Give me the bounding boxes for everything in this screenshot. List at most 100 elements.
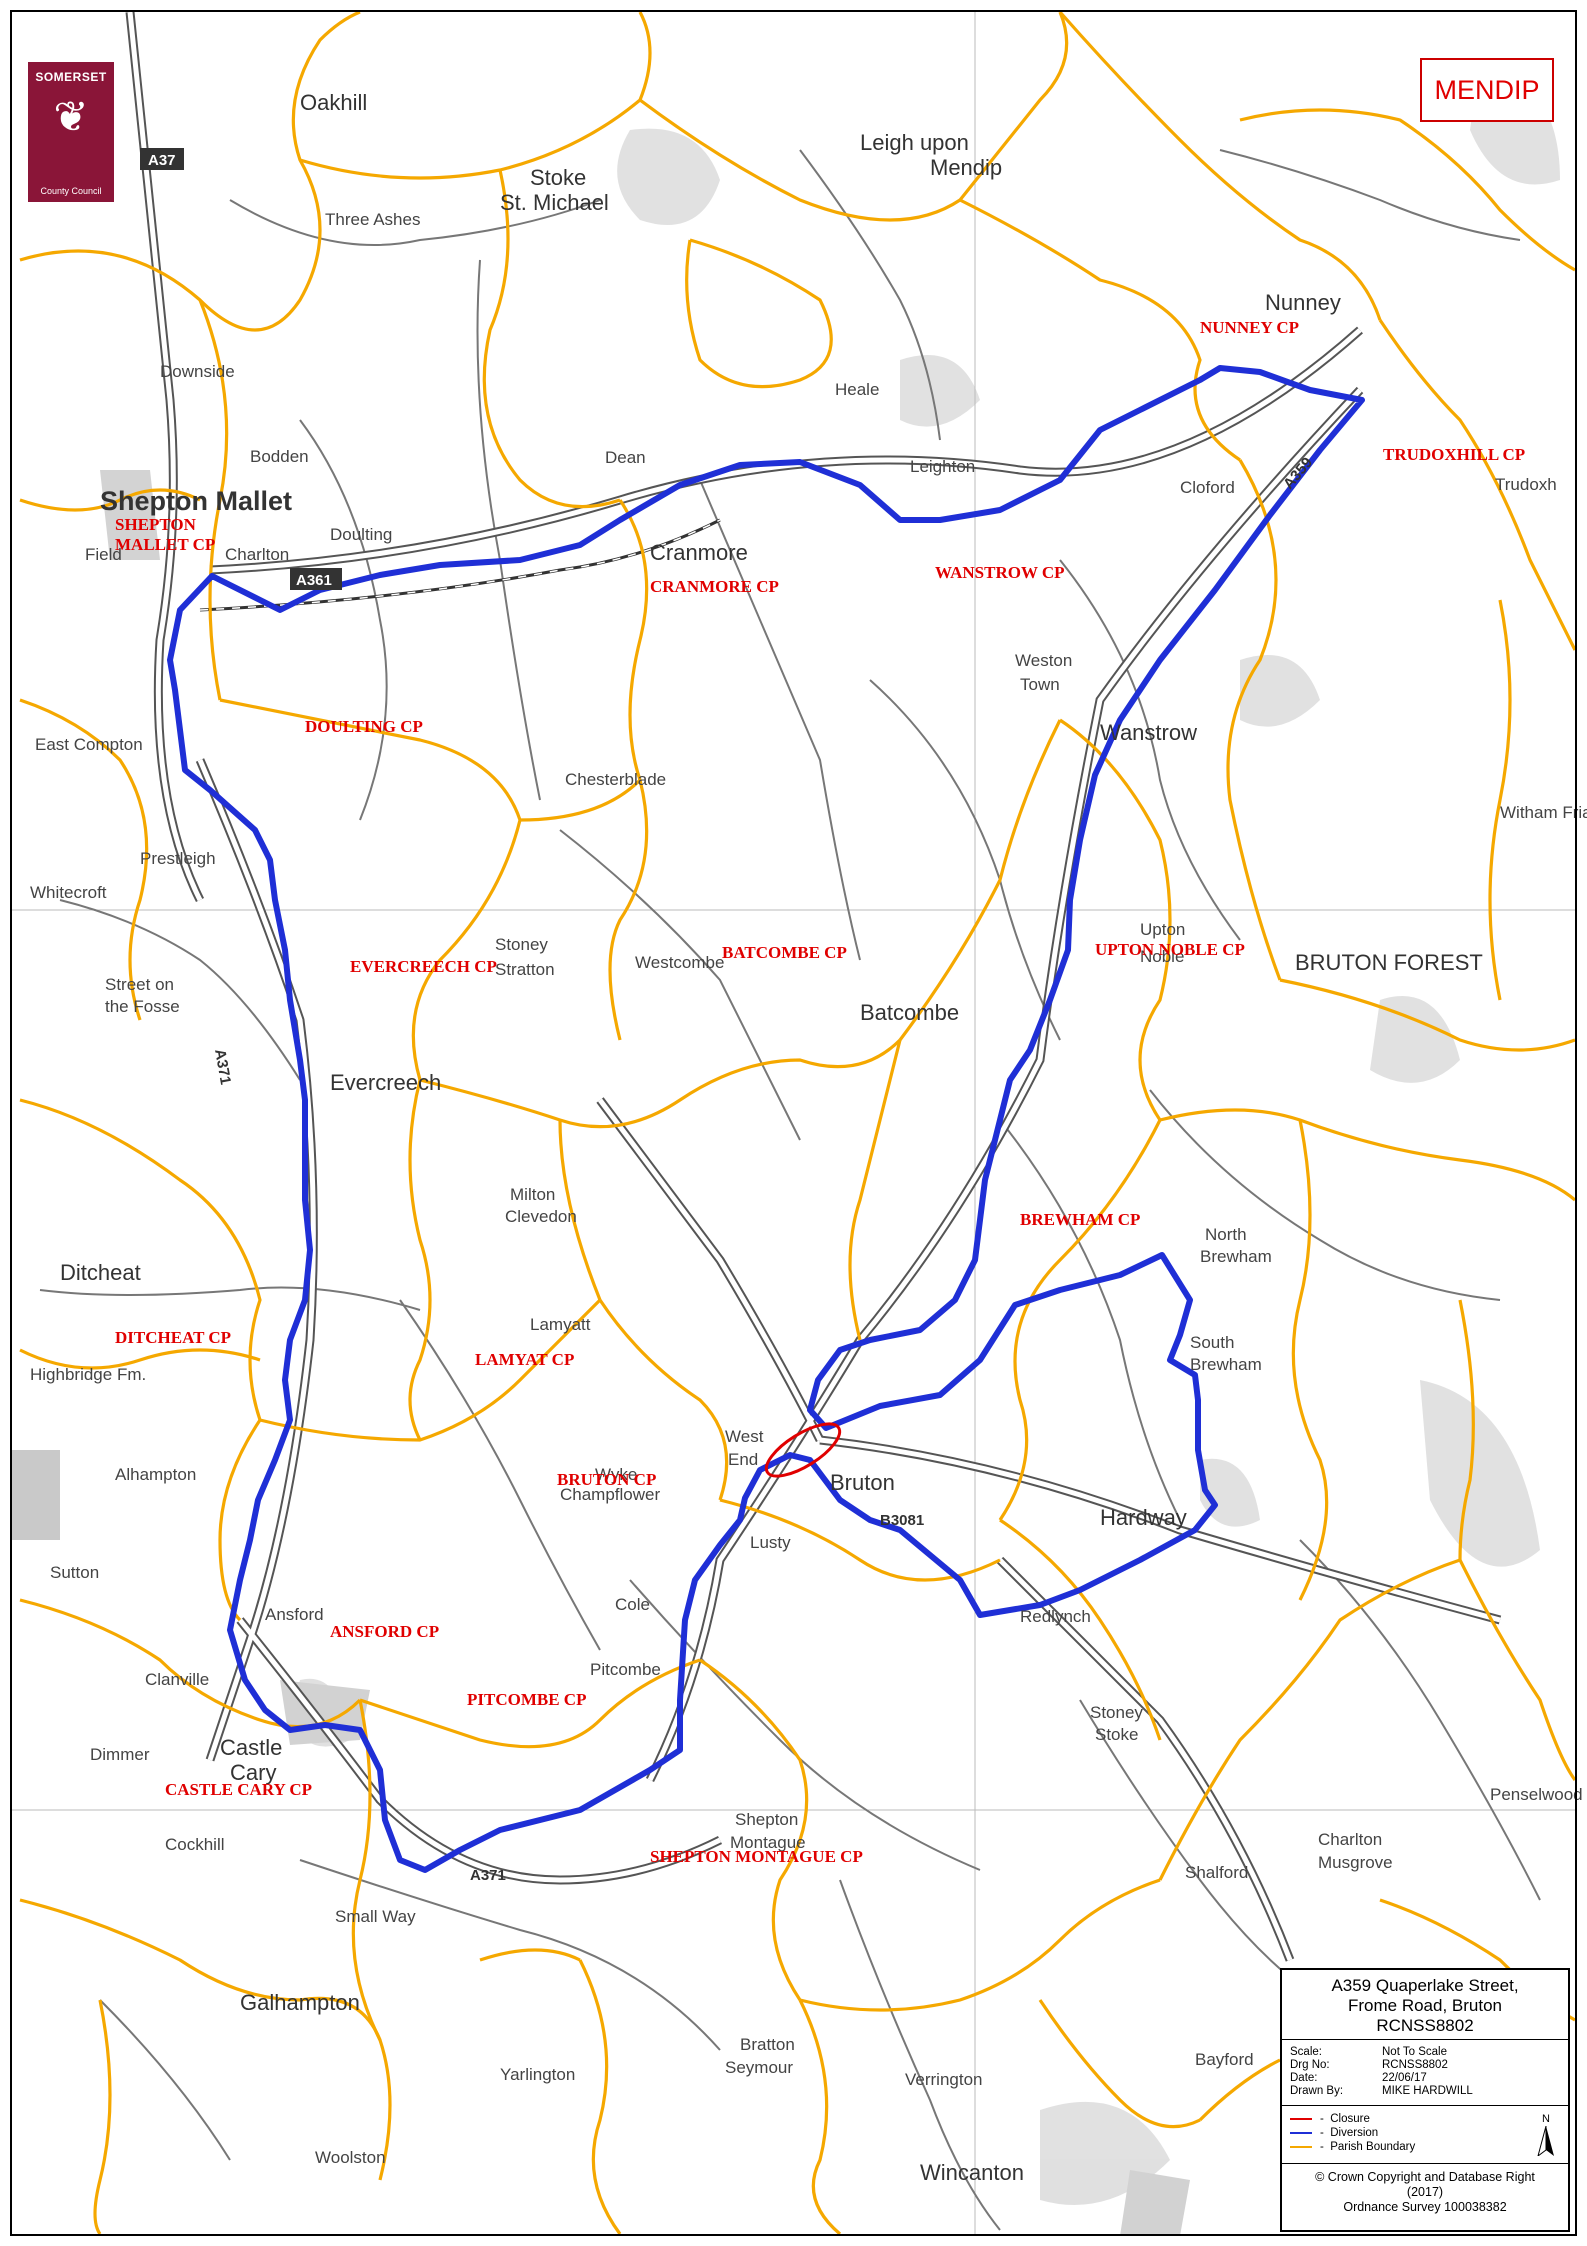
place-label: Nunney <box>1265 290 1341 315</box>
place-label: Batcombe <box>860 1000 959 1025</box>
place-label: Upton <box>1140 920 1185 939</box>
parish-label: DITCHEAT CP <box>115 1328 231 1347</box>
place-label: Shepton <box>735 1810 798 1829</box>
place-label: Castle <box>220 1735 282 1760</box>
place-label: Trudoxh <box>1495 475 1557 494</box>
parish-label: TRUDOXHILL CP <box>1383 445 1525 464</box>
place-label: Cloford <box>1180 478 1235 497</box>
parish-label: BREWHAM CP <box>1020 1210 1140 1229</box>
parish-label: MALLET CP <box>115 535 215 554</box>
legend-swatch <box>1290 2146 1312 2148</box>
place-label: Shalford <box>1185 1863 1248 1882</box>
place-label: Penselwood <box>1490 1785 1583 1804</box>
place-label: Stratton <box>495 960 555 979</box>
place-label: Weston <box>1015 651 1072 670</box>
road-label: A361 <box>296 572 332 589</box>
place-label: Town <box>1020 675 1060 694</box>
place-label: Small Way <box>335 1907 416 1926</box>
place-label: Yarlington <box>500 2065 575 2084</box>
place-label: Ansford <box>265 1605 324 1624</box>
legend-item: - Parish Boundary <box>1290 2140 1560 2154</box>
copyright-notice: © Crown Copyright and Database Right (20… <box>1282 2164 1568 2215</box>
detail-value: RCNSS8802 <box>1382 2059 1448 2071</box>
parish-label: CASTLE CARY CP <box>165 1780 312 1799</box>
drawing-details: Scale:Not To Scale Drg No:RCNSS8802 Date… <box>1282 2040 1568 2106</box>
place-label: Pitcombe <box>590 1660 661 1679</box>
road-label: A371 <box>470 1867 506 1884</box>
place-label: Bratton <box>740 2035 795 2054</box>
place-label: Charlton <box>1318 1830 1382 1849</box>
title-line: Frome Road, Bruton <box>1347 1996 1502 2015</box>
place-label: Highbridge Fm. <box>30 1365 146 1384</box>
place-label: Dean <box>605 448 646 467</box>
place-label: South <box>1190 1333 1234 1352</box>
place-label: Hardway <box>1100 1505 1187 1530</box>
detail-value: 22/06/17 <box>1382 2072 1427 2084</box>
logo-subtitle: County Council <box>40 186 102 196</box>
place-label: Westcombe <box>635 953 724 972</box>
place-label: Bayford <box>1195 2050 1254 2069</box>
place-label: Noble <box>1140 947 1184 966</box>
place-label: Three Ashes <box>325 210 420 229</box>
parish-labels: SHEPTON MALLET CP DOULTING CP CRANMORE C… <box>115 318 1525 1866</box>
detail-value: Not To Scale <box>1382 2046 1447 2058</box>
parish-label: LAMYAT CP <box>475 1350 574 1369</box>
parish-label: UPTON NOBLE CP <box>1095 940 1245 959</box>
north-label: N <box>1542 2113 1550 2125</box>
road-label: A37 <box>148 152 176 169</box>
place-label: Wanstrow <box>1100 720 1197 745</box>
council-logo: SOMERSET ❦ County Council <box>28 62 114 202</box>
closure-marker <box>764 1422 842 1478</box>
place-label: Witham Fria <box>1500 803 1587 822</box>
place-label: Dimmer <box>90 1745 150 1764</box>
parish-label: SHEPTON <box>115 515 197 534</box>
copyright-line: (2017) <box>1406 2185 1444 2199</box>
detail-label: Scale: <box>1290 2046 1322 2058</box>
place-label: BRUTON FOREST <box>1295 950 1483 975</box>
place-label: Verrington <box>905 2070 983 2089</box>
legend-item: - Diversion <box>1290 2126 1560 2140</box>
place-label: Shepton Mallet <box>100 486 292 516</box>
place-label: Downside <box>160 362 235 381</box>
logo-name: SOMERSET <box>35 70 107 84</box>
os-grid <box>12 12 1575 2234</box>
place-label: Cranmore <box>650 540 748 565</box>
legend-label: Closure <box>1330 2113 1370 2125</box>
place-labels: Shepton Mallet Oakhill Stoke St. Michael… <box>30 90 1587 2185</box>
place-label: Sutton <box>50 1563 99 1582</box>
place-label: Lusty <box>750 1533 791 1552</box>
place-label: Bodden <box>250 447 309 466</box>
place-label: North <box>1205 1225 1247 1244</box>
legend: - Closure - Diversion - Parish Boundary … <box>1282 2106 1568 2164</box>
parish-label: BATCOMBE CP <box>722 943 847 962</box>
parish-label: EVERCREECH CP <box>350 957 497 976</box>
district-badge: MENDIP <box>1420 58 1554 122</box>
legend-swatch <box>1290 2118 1312 2120</box>
dragon-icon: ❦ <box>53 93 89 140</box>
drg-row: Drg No:RCNSS8802 <box>1290 2059 1560 2072</box>
legend-label: Parish Boundary <box>1330 2141 1416 2153</box>
place-label: Lamyatt <box>530 1315 591 1334</box>
parish-label: CRANMORE CP <box>650 577 779 596</box>
parish-label: BRUTON CP <box>557 1470 656 1489</box>
place-label: Alhampton <box>115 1465 196 1484</box>
place-label: Galhampton <box>240 1990 360 2015</box>
place-label: Mendip <box>930 155 1002 180</box>
legend-item: - Closure <box>1290 2112 1560 2126</box>
place-label: Charlton <box>225 545 289 564</box>
place-label: Prestleigh <box>140 849 216 868</box>
place-label: Leigh upon <box>860 130 969 155</box>
place-label: Chesterblade <box>565 770 666 789</box>
map-frame <box>10 10 1577 2236</box>
detail-value: MIKE HARDWILL <box>1382 2085 1473 2097</box>
road-label: A371 <box>211 1048 234 1086</box>
legend-label: Diversion <box>1330 2127 1379 2139</box>
title-line: RCNSS8802 <box>1376 2016 1474 2035</box>
place-label: the Fosse <box>105 997 180 1016</box>
place-label: Stoke <box>530 165 586 190</box>
place-label: Bruton <box>830 1470 895 1495</box>
place-label: Doulting <box>330 525 392 544</box>
parish-label: NUNNEY CP <box>1200 318 1299 337</box>
place-label: Oakhill <box>300 90 367 115</box>
place-label: Woolston <box>315 2148 386 2167</box>
